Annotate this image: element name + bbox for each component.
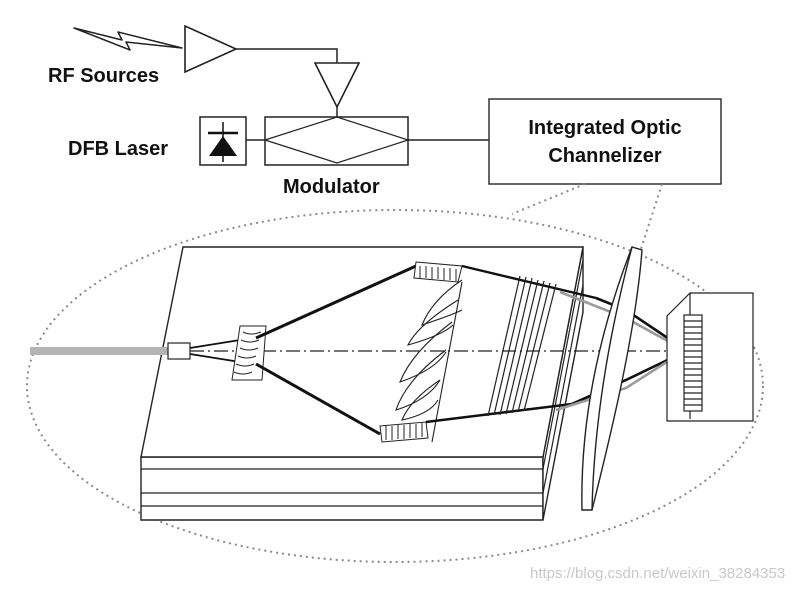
cylindrical-lens xyxy=(581,246,643,511)
channelizer-box xyxy=(488,98,722,185)
lightning-bolt-icon xyxy=(73,27,183,51)
input-waveguides xyxy=(189,339,241,363)
lower-grating xyxy=(379,421,429,443)
upper-grating xyxy=(413,261,463,283)
callout-line-left xyxy=(511,183,586,215)
modulator-label: Modulator xyxy=(283,176,380,198)
watermark-text: https://blog.csdn.net/weixin_38284353 xyxy=(530,565,785,582)
channelizer-label-line1: Integrated Optic xyxy=(528,117,681,139)
fiber-coupler xyxy=(167,342,191,360)
interferometer-arms xyxy=(255,264,417,436)
waveguide-array xyxy=(487,275,557,417)
callout-line-right xyxy=(639,183,663,253)
dfb-laser-label: DFB Laser xyxy=(68,138,168,160)
chip-substrate xyxy=(140,246,584,521)
substrate-layer-lines xyxy=(141,259,584,507)
diode-icon xyxy=(208,122,238,162)
rf-wire xyxy=(236,48,338,63)
lens-fan-elements xyxy=(395,279,463,443)
zoom-ellipse xyxy=(26,209,764,563)
channelizer-label-line2: Channelizer xyxy=(548,145,662,167)
driver-amplifier-icon xyxy=(313,62,361,109)
photodetector-array xyxy=(666,292,754,422)
modulator-box xyxy=(264,116,409,166)
rf-sources-label: RF Sources xyxy=(48,65,159,87)
star-coupler xyxy=(425,264,597,424)
rf-amplifier-icon xyxy=(184,24,238,74)
